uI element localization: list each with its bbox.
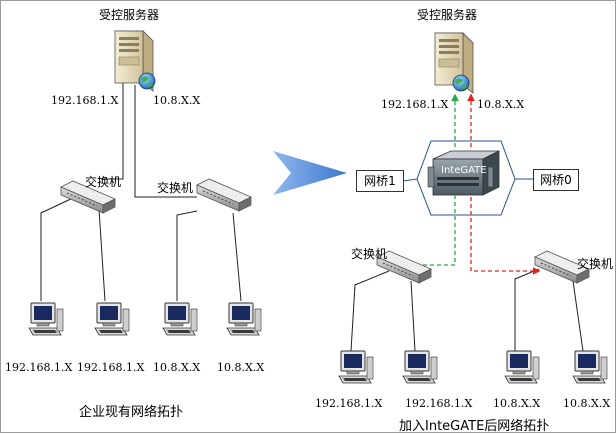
left-pc1-ip: 192.168.1.X xyxy=(5,361,73,374)
left-pc3-icon xyxy=(162,302,198,336)
left-switch2-to-pc3-cable xyxy=(176,210,198,301)
integate-device-label: InteGATE xyxy=(441,165,487,176)
left-switch1-to-pc2-cable xyxy=(98,208,106,302)
left-switch2-icon xyxy=(196,178,252,212)
right-topology xyxy=(338,32,608,384)
right-globe-icon xyxy=(452,74,470,92)
red-flow-path xyxy=(467,93,541,275)
right-switch1-label: 交换机 xyxy=(351,247,388,261)
integate-device-icon xyxy=(427,150,500,196)
left-topology xyxy=(28,30,262,336)
left-caption: 企业现有网络拓扑 xyxy=(79,405,184,420)
right-server-ip-b: 10.8.X.X xyxy=(477,98,525,111)
left-server-label: 受控服务器 xyxy=(99,8,160,22)
bridge1-box: 网桥1 xyxy=(356,170,404,192)
right-switch1-to-pc1-cable xyxy=(350,270,390,352)
left-server-ip-b: 10.8.X.X xyxy=(153,94,201,107)
left-pc4-icon xyxy=(226,302,262,336)
right-pc2-ip: 192.168.1.X xyxy=(405,397,473,410)
left-server-to-switch2-cable xyxy=(134,85,197,198)
right-pc2-icon xyxy=(402,350,438,384)
right-pc1-ip: 192.168.1.X xyxy=(315,397,383,410)
transition-arrow-icon xyxy=(273,151,347,195)
left-server-to-switch1-cable xyxy=(101,81,124,180)
bridge1-link xyxy=(402,178,418,182)
right-pc4-icon xyxy=(572,350,608,384)
bridge0-box: 网桥0 xyxy=(533,169,579,191)
right-switch2-to-pc4-cable xyxy=(572,280,584,352)
left-switch2-label: 交换机 xyxy=(157,181,194,195)
right-pc1-icon xyxy=(338,350,374,384)
right-caption: 加入InteGATE后网络拓扑 xyxy=(399,419,550,434)
right-cables xyxy=(350,268,584,352)
right-server-label: 受控服务器 xyxy=(417,8,478,22)
left-switch1-label: 交换机 xyxy=(85,175,122,189)
left-cables xyxy=(40,81,242,302)
right-switch1-to-pc2-cable xyxy=(410,280,416,352)
right-switch2-to-pc3-cable xyxy=(514,268,540,351)
right-server-ip-a: 192.168.1.X xyxy=(381,98,449,111)
left-pc2-ip: 192.168.1.X xyxy=(77,361,145,374)
right-pc3-ip: 10.8.X.X xyxy=(493,397,541,410)
right-pc3-icon xyxy=(504,350,540,384)
right-pc4-ip: 10.8.X.X xyxy=(563,397,611,410)
left-server-ip-a: 192.168.1.X xyxy=(51,94,119,107)
left-switch1-to-pc1-cable xyxy=(40,196,76,301)
right-switch2-label: 交换机 xyxy=(577,257,614,271)
left-switch2-to-pc4-cable xyxy=(232,212,242,302)
left-pc3-ip: 10.8.X.X xyxy=(153,361,201,374)
left-globe-icon xyxy=(138,72,156,90)
left-pc4-ip: 10.8.X.X xyxy=(217,361,265,374)
left-pc2-icon xyxy=(94,302,130,336)
left-pc1-icon xyxy=(28,302,64,336)
